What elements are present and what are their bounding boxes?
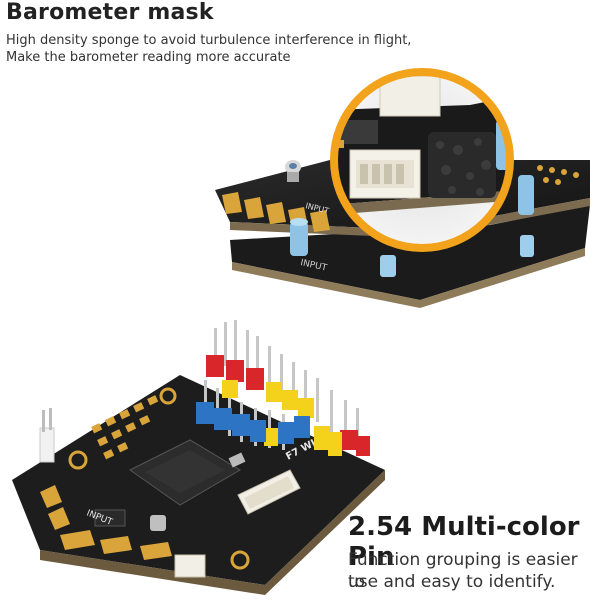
flight-controller-photo: F7 WING INPUT — [12, 320, 385, 595]
barometer-desc-line-2: Make the barometer reading more accurate — [6, 50, 291, 65]
pins-title: 2.54 Multi-color Pin — [348, 512, 580, 572]
barometer-section: Barometer mask High density sponge to av… — [6, 0, 590, 308]
left-pin-header — [39, 408, 55, 463]
pins-desc-line-1: Function grouping is easier to — [348, 550, 578, 592]
multi-color-pins — [196, 320, 370, 456]
pins-section: F7 WING INPUT — [0, 310, 600, 600]
stacked-boards-photo: INPUT — [215, 68, 590, 308]
lower-board: INPUT — [230, 205, 590, 308]
barometer-desc-line-1: High density sponge to avoid turbulence … — [6, 33, 412, 48]
pins-desc-line-2: use and easy to identify. — [348, 572, 556, 592]
barometer-title: Barometer mask — [6, 0, 214, 25]
magnifier-lens — [330, 68, 514, 252]
